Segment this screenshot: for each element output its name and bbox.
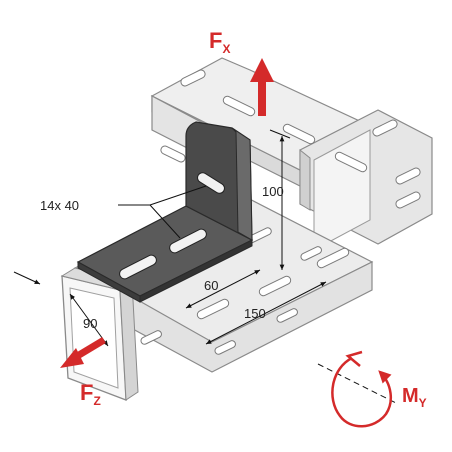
dimension-label-height: 100 — [262, 184, 284, 199]
angle-bracket — [76, 121, 254, 303]
upper-channel — [150, 57, 433, 251]
dimension-lines — [13, 129, 327, 347]
dimension-label-overall-length: 150 — [244, 306, 266, 321]
dimension-label-slot: 14x 40 — [40, 198, 79, 213]
dimension-label-plate-length: 60 — [204, 278, 218, 293]
dimension-label-channel-width: 90 — [83, 316, 97, 331]
moment-label-my: MY — [402, 385, 427, 410]
force-label-fx: FX — [209, 28, 230, 56]
force-arrows — [60, 58, 399, 428]
force-label-fz: FZ — [80, 380, 101, 408]
